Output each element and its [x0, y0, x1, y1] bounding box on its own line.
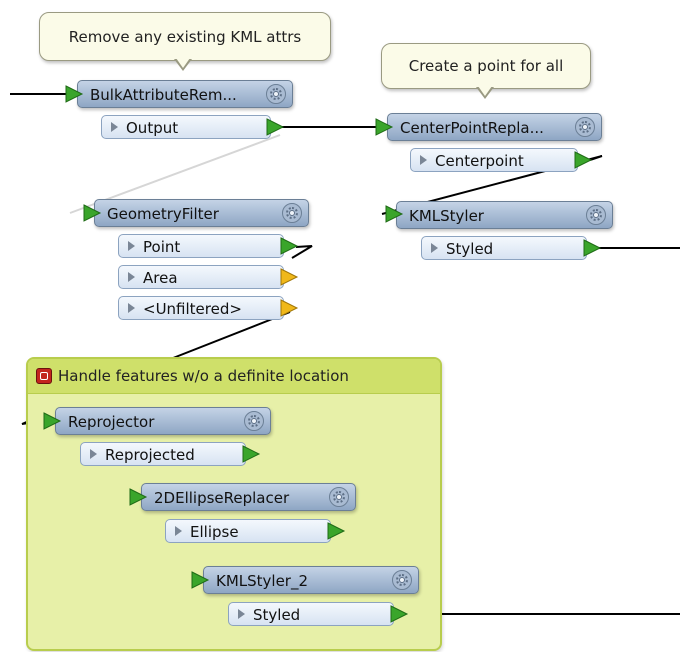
port-label: Reprojected	[105, 446, 195, 464]
transformer-geometryfilter[interactable]: GeometryFilter	[94, 199, 309, 227]
transformer-bulk-attribute-remover[interactable]: BulkAttributeRem...	[77, 80, 293, 108]
port-label: Centerpoint	[435, 152, 524, 170]
bookmark-title: Handle features w/o a definite location	[58, 367, 349, 385]
annotation-remove-attrs-tail-inner	[176, 58, 190, 68]
port-label: Ellipse	[190, 523, 239, 541]
transformer-centerpoint-replacer[interactable]: CenterPointRepla...	[387, 113, 602, 141]
transformer-reprojector[interactable]: Reprojector	[55, 407, 271, 435]
port-label: Area	[143, 269, 178, 287]
expand-triangle-icon[interactable]	[128, 241, 135, 251]
annotation-create-point-text: Create a point for all	[408, 57, 564, 75]
annotation-remove-attrs[interactable]: Remove any existing KML attrs	[39, 12, 331, 61]
settings-gear-icon[interactable]	[392, 570, 412, 590]
transformer-kmlstyler-2[interactable]: KMLStyler_2	[203, 566, 419, 594]
expand-triangle-icon[interactable]	[128, 272, 135, 282]
settings-gear-icon[interactable]	[586, 205, 606, 225]
connection-point-out	[291, 245, 313, 259]
output-port-centerpoint[interactable]: Centerpoint	[410, 148, 578, 172]
port-label: Styled	[446, 240, 494, 258]
expand-triangle-icon[interactable]	[128, 303, 135, 313]
transformer-name: KMLStyler_2	[216, 572, 309, 590]
connection-centerpoint-kmlstyler	[381, 155, 603, 215]
output-port-point[interactable]: Point	[118, 234, 284, 258]
expand-triangle-icon[interactable]	[111, 122, 118, 132]
transformer-name: 2DEllipseReplacer	[154, 489, 290, 507]
settings-gear-icon[interactable]	[244, 411, 264, 431]
expand-triangle-icon[interactable]	[90, 449, 97, 459]
output-port-ellipse[interactable]: Ellipse	[165, 519, 331, 543]
transformer-name: CenterPointRepla...	[400, 119, 544, 137]
settings-gear-icon[interactable]	[329, 487, 349, 507]
expand-triangle-icon[interactable]	[431, 243, 438, 253]
output-port-area[interactable]: Area	[118, 265, 284, 289]
output-port-styled-2[interactable]: Styled	[228, 602, 394, 626]
output-port-reprojected[interactable]: Reprojected	[80, 442, 246, 466]
output-port-unfiltered[interactable]: <Unfiltered>	[118, 296, 284, 320]
port-label: Point	[143, 238, 181, 256]
port-label: Output	[126, 119, 179, 137]
transformer-kmlstyler[interactable]: KMLStyler	[396, 201, 613, 229]
settings-gear-icon[interactable]	[266, 84, 286, 104]
expand-triangle-icon[interactable]	[175, 526, 182, 536]
transformer-name: GeometryFilter	[107, 205, 219, 223]
transformer-name: KMLStyler	[409, 207, 484, 225]
transformer-2dellipse-replacer[interactable]: 2DEllipseReplacer	[141, 483, 356, 511]
annotation-remove-attrs-text: Remove any existing KML attrs	[68, 27, 302, 46]
expand-triangle-icon[interactable]	[238, 609, 245, 619]
port-label: Styled	[253, 606, 301, 624]
annotation-create-point-tail-inner	[478, 86, 492, 96]
bookmark-header[interactable]: Handle features w/o a definite location	[28, 359, 440, 394]
output-port-output[interactable]: Output	[101, 115, 271, 139]
transformer-name: Reprojector	[68, 413, 155, 431]
transformer-name: BulkAttributeRem...	[90, 86, 237, 104]
port-label: <Unfiltered>	[143, 300, 242, 318]
bookmark-icon	[36, 368, 52, 384]
settings-gear-icon[interactable]	[282, 203, 302, 223]
annotation-create-point[interactable]: Create a point for all	[381, 43, 591, 89]
settings-gear-icon[interactable]	[575, 117, 595, 137]
output-port-styled[interactable]: Styled	[421, 236, 587, 260]
expand-triangle-icon[interactable]	[420, 155, 427, 165]
